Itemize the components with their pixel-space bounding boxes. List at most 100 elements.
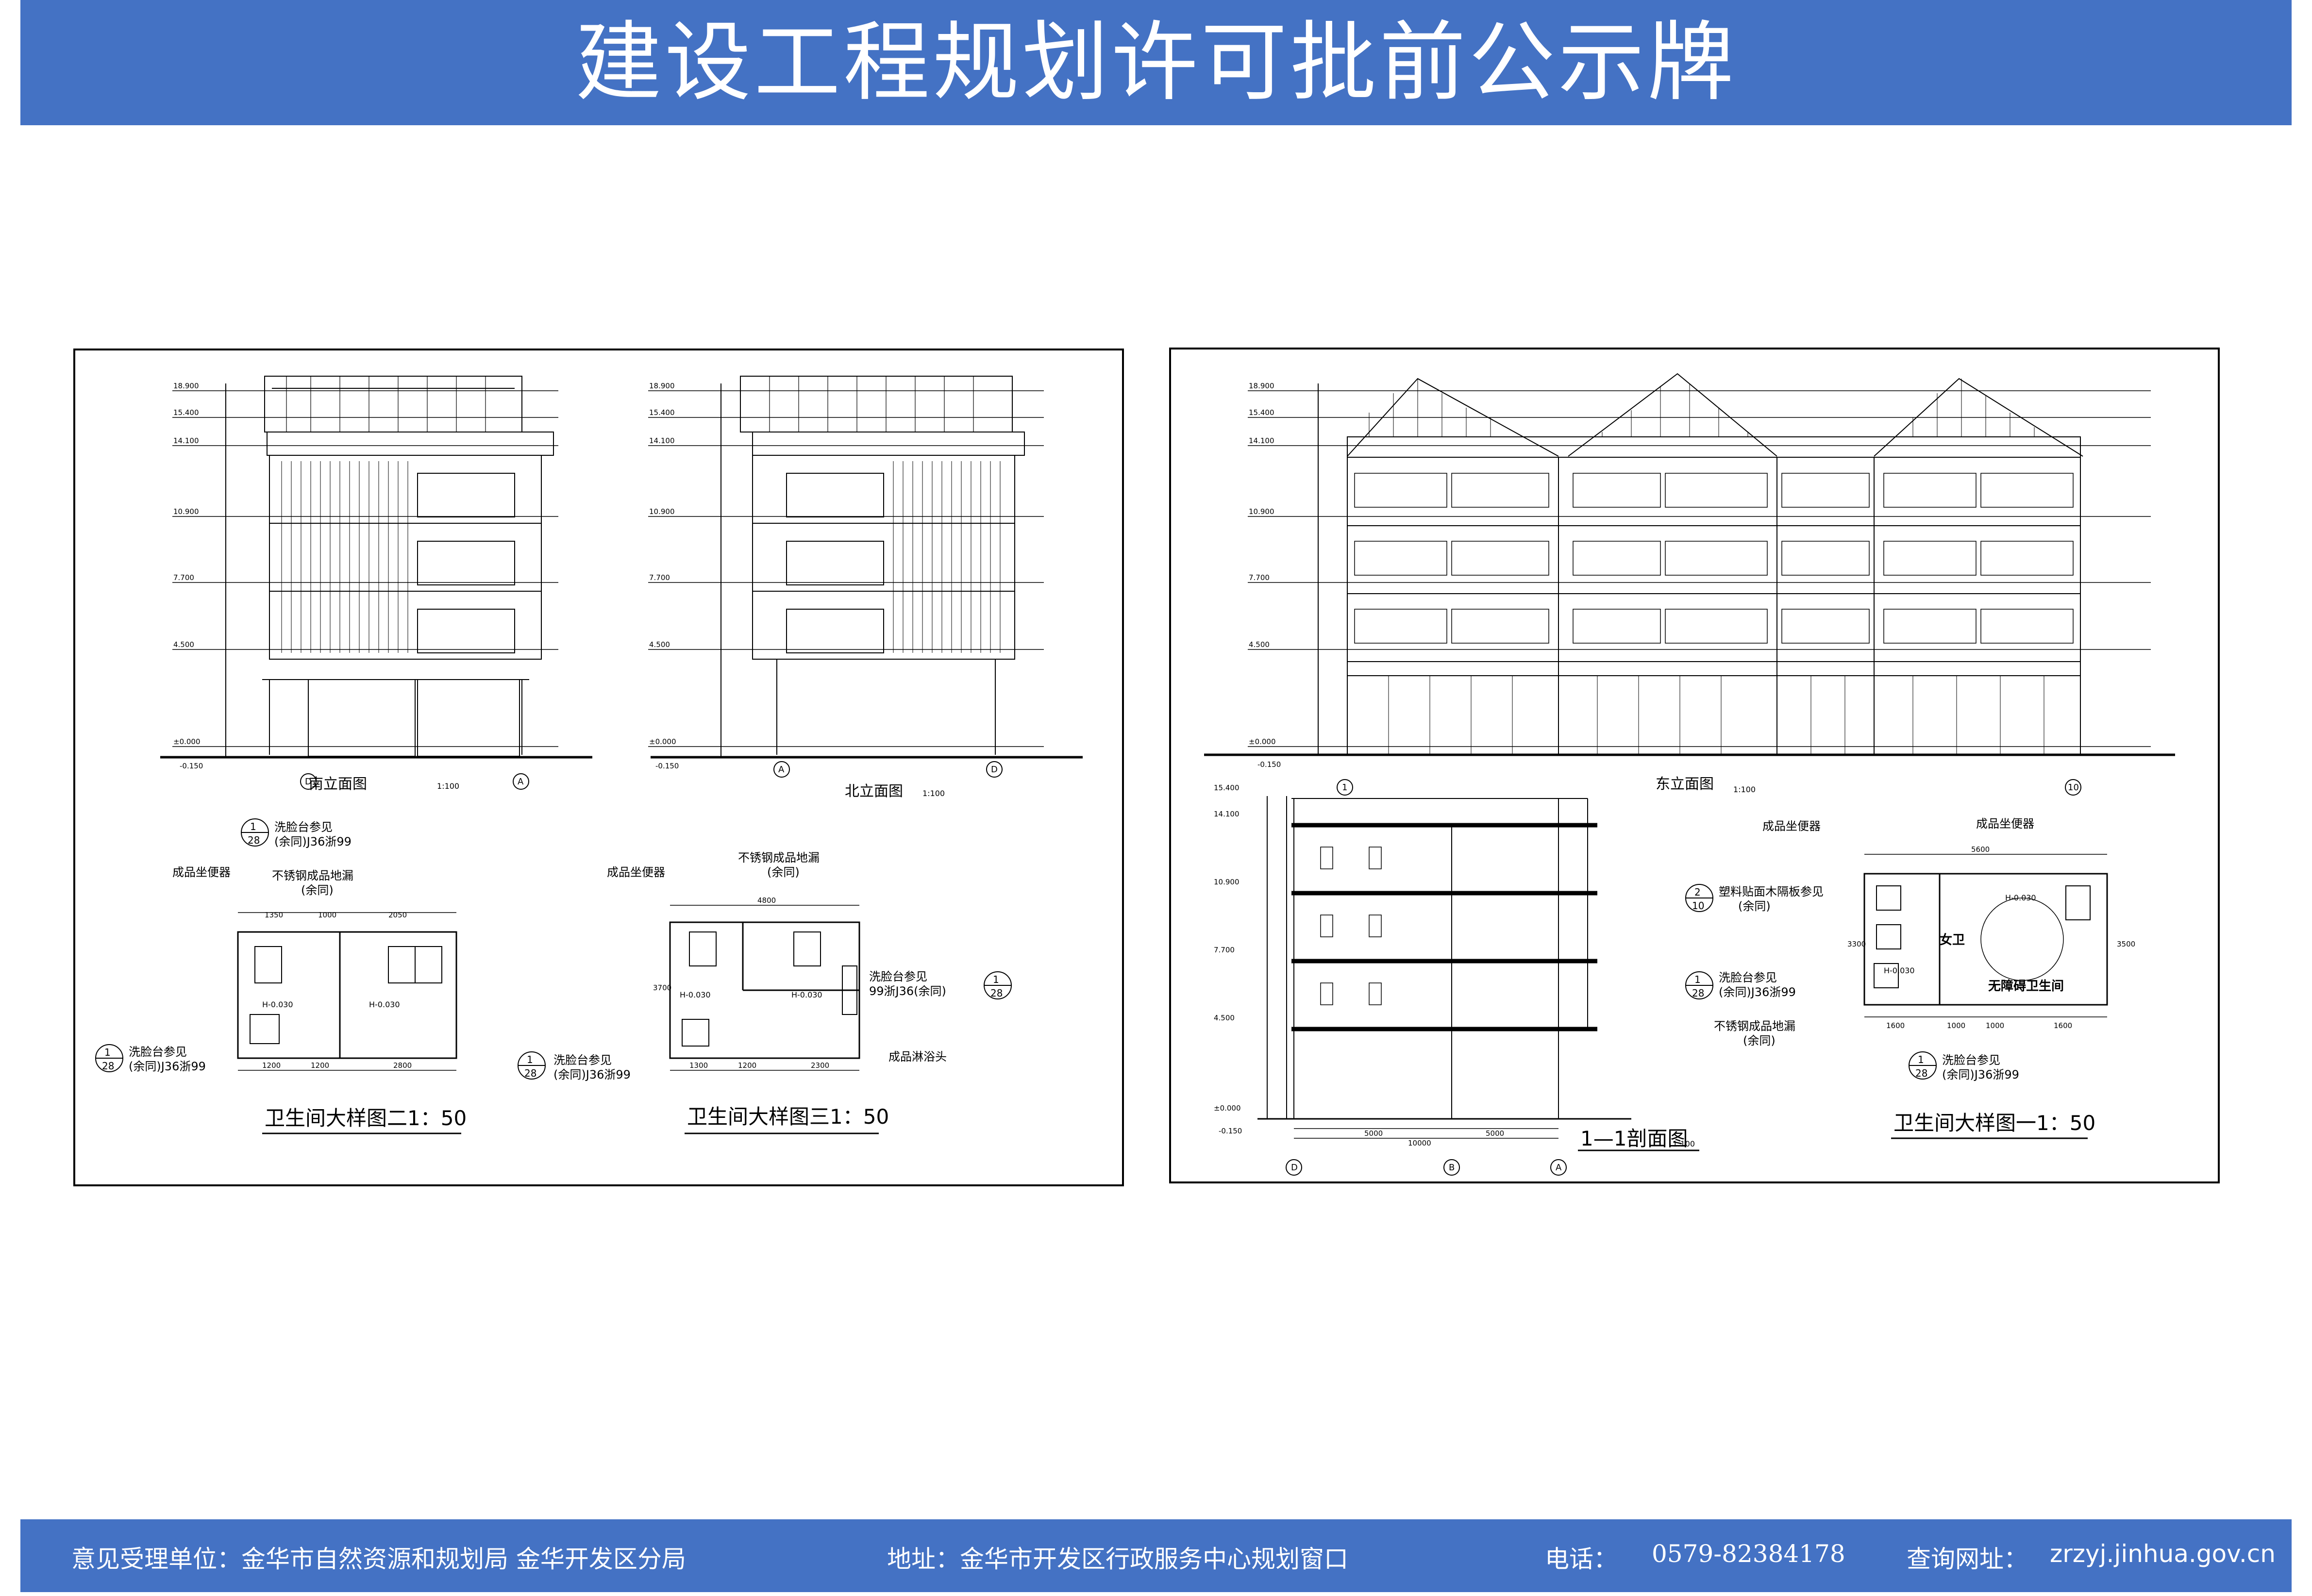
elev: H-0.030 bbox=[369, 1000, 400, 1009]
east-elevation-labels: 18.900 15.400 14.100 10.900 7.700 4.500 … bbox=[1249, 382, 2081, 796]
level-label: ±0.000 bbox=[1249, 737, 1276, 746]
level-label: 15.400 bbox=[1249, 408, 1274, 417]
level-label: -0.150 bbox=[655, 762, 679, 770]
elev: H-0.030 bbox=[2005, 893, 2036, 902]
note: (余同)J36浙99 bbox=[274, 835, 352, 848]
axis-label: B bbox=[1449, 1163, 1455, 1173]
dim: 2800 bbox=[393, 1061, 412, 1070]
elev: H-0.030 bbox=[791, 990, 822, 999]
room-label: 无障碍卫生间 bbox=[1988, 979, 2064, 994]
footer-phone-label: 电话： bbox=[1545, 1545, 1618, 1573]
level-label: -0.150 bbox=[180, 762, 203, 770]
note: (余同)J36浙99 bbox=[1942, 1068, 2019, 1081]
dim: 4800 bbox=[757, 896, 776, 905]
toilet-detail-3-title: 卫生间大样图三1：50 bbox=[687, 1105, 889, 1129]
north-elevation-labels: 18.900 15.400 14.100 10.900 7.700 4.500 … bbox=[649, 382, 1003, 800]
level-label: 14.100 bbox=[649, 436, 675, 445]
section-1-1-labels: 15.400 14.100 10.900 7.700 4.500 ±0.000 … bbox=[1214, 783, 1699, 1176]
axis-label: D bbox=[1291, 1163, 1298, 1173]
dim: 3300 bbox=[1847, 940, 1866, 948]
dim: 5000 bbox=[1486, 1129, 1504, 1138]
dim: 1200 bbox=[262, 1061, 281, 1070]
south-elevation-labels: 18.900 15.400 14.100 10.900 7.700 4.500 … bbox=[173, 382, 529, 793]
dim: 2300 bbox=[811, 1061, 829, 1070]
toilet-detail-3-labels: 成品坐便器 不锈钢成品地漏 (余同) 洗脸台参见 99浙J36(余同) 1 28… bbox=[518, 851, 1012, 1134]
note: (余同) bbox=[301, 883, 334, 897]
dim: 1000 bbox=[1947, 1021, 1965, 1030]
dim: 3500 bbox=[2117, 940, 2135, 948]
toilet-detail-1-labels: 成品坐便器 成品坐便器 2 10 塑料贴面木隔板参见 (余同) 1 28 洗脸台… bbox=[1685, 817, 2135, 1139]
section-title: 1—1剖面图 bbox=[1580, 1127, 1688, 1150]
note: (余同)J36浙99 bbox=[1719, 985, 1796, 999]
footer-unit: 意见受理单位：金华市自然资源和规划局 金华开发区分局 bbox=[71, 1545, 686, 1573]
detail-index: 2 bbox=[1694, 886, 1701, 898]
note: 成品坐便器 bbox=[1976, 817, 2034, 831]
east-elevation-title: 东立面图 bbox=[1656, 776, 1714, 793]
axis-label: A bbox=[778, 765, 785, 775]
level-label: 7.700 bbox=[1214, 946, 1235, 954]
note: (余同) bbox=[1743, 1034, 1776, 1047]
level-label: 10.900 bbox=[173, 507, 199, 516]
note: 成品坐便器 bbox=[172, 865, 231, 879]
note: 不锈钢成品地漏 bbox=[738, 851, 820, 864]
axis-label: D bbox=[991, 765, 998, 775]
dim: 3700 bbox=[653, 983, 671, 992]
south-elevation-scale: 1:100 bbox=[437, 781, 459, 791]
north-elevation bbox=[648, 376, 1083, 759]
note: 99浙J36(余同) bbox=[869, 984, 946, 998]
footer-address: 地址：金华市开发区行政服务中心规划窗口 bbox=[887, 1545, 1348, 1573]
dim: 1600 bbox=[2054, 1021, 2072, 1030]
dim: 2050 bbox=[388, 911, 407, 919]
north-elevation-scale: 1:100 bbox=[922, 789, 945, 798]
dim: 1600 bbox=[1886, 1021, 1905, 1030]
level-label: 7.700 bbox=[173, 573, 194, 582]
level-label: 10.900 bbox=[1249, 507, 1274, 516]
note: 洗脸台参见 bbox=[1942, 1053, 2000, 1067]
level-label: ±0.000 bbox=[1214, 1104, 1241, 1113]
note: 洗脸台参见 bbox=[1719, 971, 1777, 984]
detail-index: 1 bbox=[993, 974, 999, 985]
detail-index: 28 bbox=[102, 1060, 114, 1072]
dim: 1200 bbox=[738, 1061, 756, 1070]
level-label: 10.900 bbox=[649, 507, 675, 516]
axis-label: 1 bbox=[1342, 782, 1347, 793]
axis-label: 10 bbox=[2068, 782, 2079, 793]
detail-index: 1 bbox=[104, 1047, 111, 1058]
note: 洗脸台参见 bbox=[274, 820, 333, 834]
level-label: -0.150 bbox=[1257, 760, 1281, 769]
note: 不锈钢成品地漏 bbox=[1714, 1019, 1795, 1033]
level-label: 14.100 bbox=[1249, 436, 1274, 445]
dim: 10000 bbox=[1408, 1139, 1431, 1147]
south-elevation bbox=[160, 376, 592, 759]
toilet-detail-2-labels: 1 28 洗脸台参见 (余同)J36浙99 成品坐便器 不锈钢成品地漏 (余同)… bbox=[95, 818, 467, 1134]
elev: H-0.030 bbox=[1884, 966, 1915, 975]
dim: 1350 bbox=[265, 911, 283, 919]
level-label: 14.100 bbox=[1214, 810, 1240, 818]
note: (余同) bbox=[767, 865, 800, 879]
level-label: 15.400 bbox=[649, 408, 675, 417]
north-elevation-title: 北立面图 bbox=[845, 783, 903, 800]
section-1-1 bbox=[1257, 796, 1631, 1139]
dim: 1200 bbox=[311, 1061, 329, 1070]
detail-index: 28 bbox=[1915, 1067, 1927, 1079]
level-label: -0.150 bbox=[1219, 1127, 1242, 1135]
level-label: 18.900 bbox=[649, 382, 675, 390]
toilet-detail-1 bbox=[1863, 854, 2108, 1017]
note: 塑料贴面木隔板参见 bbox=[1719, 885, 1824, 898]
toilet-detail-3 bbox=[669, 905, 860, 1071]
level-label: 14.100 bbox=[173, 436, 199, 445]
east-elevation bbox=[1204, 373, 2175, 756]
axis-label: A bbox=[1556, 1163, 1562, 1173]
detail-index: 1 bbox=[1694, 974, 1701, 985]
elev: H-0.030 bbox=[680, 990, 711, 999]
dim: 1300 bbox=[689, 1061, 708, 1070]
detail-index: 28 bbox=[524, 1067, 536, 1079]
east-elevation-scale: 1:100 bbox=[1733, 785, 1756, 794]
footer-website-label: 查询网址： bbox=[1907, 1545, 2028, 1573]
level-label: 4.500 bbox=[173, 640, 194, 649]
detail-index: 28 bbox=[990, 987, 1003, 999]
header-banner: 建设工程规划许可批前公示牌 bbox=[20, 0, 2292, 125]
footer-website[interactable]: zrzyj.jinhua.gov.cn bbox=[2050, 1540, 2276, 1568]
dim: 1000 bbox=[1986, 1021, 2004, 1030]
level-label: 4.500 bbox=[1249, 640, 1270, 649]
